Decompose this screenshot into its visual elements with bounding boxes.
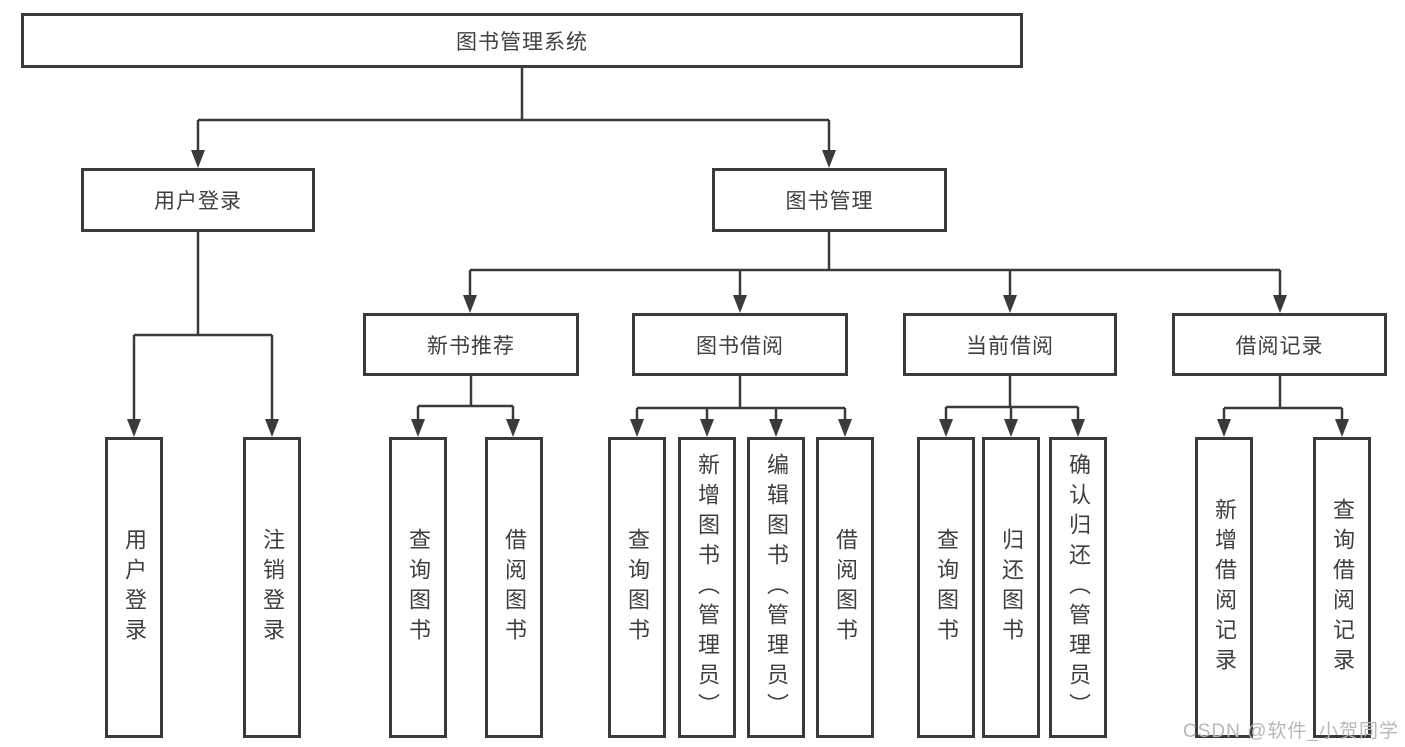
leaf-current-confirm-admin: 确认归还（管理员） <box>1049 437 1107 738</box>
arrow-icon <box>939 419 953 437</box>
leaf-newbooks-borrow: 借阅图书 <box>485 437 543 738</box>
node-book-management: 图书管理 <box>712 168 947 232</box>
leaf-records-add-label: 新增借阅记录 <box>1212 497 1237 678</box>
connector-borrow-to-children <box>635 376 847 421</box>
node-root-label: 图书管理系统 <box>456 30 588 54</box>
connector-root-to-level1 <box>196 68 831 152</box>
leaf-records-add: 新增借阅记录 <box>1195 437 1253 738</box>
leaf-logout-label: 注销登录 <box>260 527 285 648</box>
arrow-icon <box>1071 419 1085 437</box>
leaf-borrow-edit-admin-label: 编辑图书（管理员） <box>764 452 789 723</box>
leaf-records-query: 查询借阅记录 <box>1313 437 1371 738</box>
arrow-icon <box>191 150 205 168</box>
leaf-user-login: 用户登录 <box>105 437 163 738</box>
leaf-borrow-book: 借阅图书 <box>816 437 874 738</box>
leaf-borrow-query-label: 查询图书 <box>625 527 650 648</box>
connector-mgmt-to-level2 <box>468 232 1282 297</box>
arrow-icon <box>838 419 852 437</box>
connector-newbooks-to-children <box>416 376 515 421</box>
connector-current-to-children <box>944 376 1080 421</box>
node-user-login-label: 用户登录 <box>154 190 242 213</box>
leaf-newbooks-borrow-label: 借阅图书 <box>502 527 527 648</box>
arrow-icon <box>630 419 644 437</box>
leaf-newbooks-query: 查询图书 <box>389 437 447 738</box>
node-new-book-recommend-label: 新书推荐 <box>427 334 515 358</box>
arrow-icon <box>506 419 520 437</box>
leaf-borrow-add-admin: 新增图书（管理员） <box>678 437 736 738</box>
node-user-login: 用户登录 <box>81 168 315 232</box>
connector-records-to-children <box>1222 376 1344 421</box>
leaf-borrow-book-label: 借阅图书 <box>833 527 858 648</box>
leaf-borrow-query: 查询图书 <box>608 437 666 738</box>
leaf-current-return-label: 归还图书 <box>999 527 1024 648</box>
connector-login-to-children <box>132 232 274 421</box>
node-new-book-recommend: 新书推荐 <box>363 313 579 376</box>
arrow-icon <box>463 295 477 313</box>
leaf-current-query-label: 查询图书 <box>934 527 959 648</box>
arrow-icon <box>1003 295 1017 313</box>
arrow-icon <box>733 295 747 313</box>
leaf-user-login-label: 用户登录 <box>122 527 147 648</box>
csdn-watermark: CSDN @软件_小贺同学 <box>1183 721 1399 742</box>
arrow-icon <box>411 419 425 437</box>
arrowheads <box>127 150 1349 437</box>
leaf-borrow-add-admin-label: 新增图书（管理员） <box>695 452 720 723</box>
node-root: 图书管理系统 <box>21 13 1023 68</box>
leaf-current-confirm-admin-label: 确认归还（管理员） <box>1066 452 1091 723</box>
arrow-icon <box>1273 295 1287 313</box>
node-book-borrow-label: 图书借阅 <box>696 334 784 358</box>
arrow-icon <box>1004 419 1018 437</box>
leaf-borrow-edit-admin: 编辑图书（管理员） <box>747 437 805 738</box>
node-current-borrow-label: 当前借阅 <box>966 334 1054 358</box>
node-borrow-records: 借阅记录 <box>1172 313 1387 376</box>
node-borrow-records-label: 借阅记录 <box>1235 334 1324 358</box>
arrow-icon <box>822 150 836 168</box>
leaf-logout: 注销登录 <box>243 437 301 738</box>
node-book-management-label: 图书管理 <box>785 190 874 213</box>
arrow-icon <box>700 419 714 437</box>
arrow-icon <box>127 419 141 437</box>
leaf-records-query-label: 查询借阅记录 <box>1330 497 1355 678</box>
leaf-current-query: 查询图书 <box>917 437 975 738</box>
arrow-icon <box>769 419 783 437</box>
node-current-borrow: 当前借阅 <box>903 313 1117 376</box>
leaf-current-return: 归还图书 <box>982 437 1040 738</box>
node-book-borrow: 图书借阅 <box>632 313 848 376</box>
arrow-icon <box>1217 419 1231 437</box>
arrow-icon <box>265 419 279 437</box>
leaf-newbooks-query-label: 查询图书 <box>406 527 431 648</box>
arrow-icon <box>1335 419 1349 437</box>
